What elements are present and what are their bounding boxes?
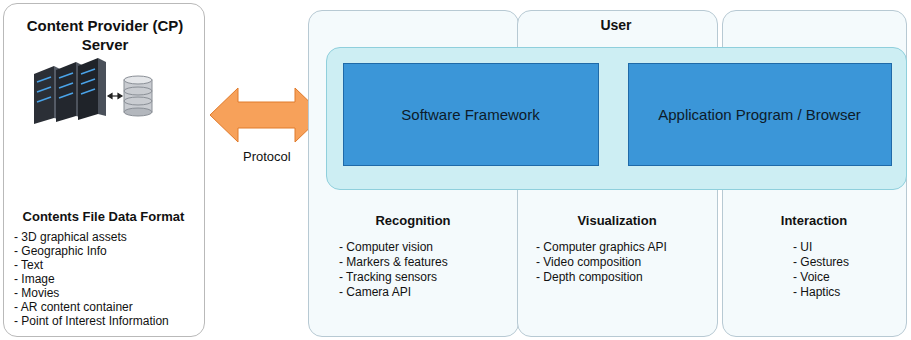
list-item: - Haptics (793, 285, 840, 299)
link-arrows (108, 94, 122, 99)
box-label: Application Program / Browser (641, 105, 878, 124)
list-item: - Movies (14, 286, 59, 300)
list-item: - 3D graphical assets (14, 230, 127, 244)
protocol-arrow (210, 88, 323, 142)
list-item: - Computer graphics API (536, 240, 667, 254)
list-item: - Point of Interest Information (14, 314, 169, 328)
server-panel: Content Provider (CP) ServerContents Fil… (3, 3, 205, 337)
rack-body (56, 62, 76, 122)
list-item: - Gestures (793, 255, 849, 269)
box-label: Software Framework (356, 105, 585, 124)
rack-lights (37, 69, 95, 102)
list-item: - Tracking sensors (339, 270, 437, 284)
list-item: - Voice (793, 270, 830, 284)
list-item: - UI (793, 240, 812, 254)
rack-body (34, 66, 54, 124)
list-item: - Image (14, 272, 55, 286)
panel-heading: Content Provider (CP) Server (14, 16, 196, 54)
rack-body (78, 58, 98, 120)
format-heading: Contents File Data Format (4, 209, 203, 225)
framework-box: Software Framework (343, 63, 599, 166)
database-icon (124, 76, 152, 116)
edge-label: Protocol (241, 149, 293, 165)
panel-heading: Visualization (518, 213, 716, 229)
panel-heading: Interaction (723, 213, 905, 229)
list-item: - AR content container (14, 300, 133, 314)
list-item: - Markers & features (339, 255, 448, 269)
list-item: - Camera API (339, 285, 411, 299)
panel-heading: User (327, 16, 905, 34)
list-item: - Video composition (536, 255, 641, 269)
list-item: - Text (14, 258, 43, 272)
application-box: Application Program / Browser (628, 63, 892, 166)
panel-heading: Recognition (309, 213, 517, 229)
user-band: UserSoftware FrameworkApplication Progra… (326, 47, 907, 190)
list-item: - Depth composition (536, 270, 643, 284)
list-item: - Geographic Info (14, 244, 107, 258)
server-rack (34, 58, 106, 124)
list-item: - Computer vision (339, 240, 433, 254)
rack-side (98, 58, 106, 116)
